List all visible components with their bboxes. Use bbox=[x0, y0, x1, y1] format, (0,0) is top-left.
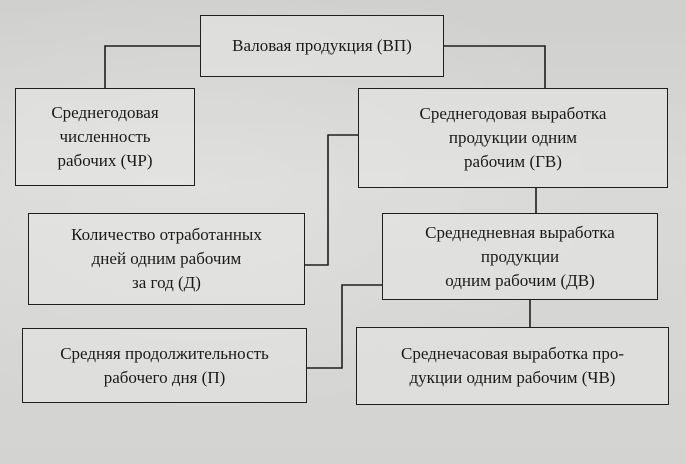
box-days-worked-line2: дней одним рабочим bbox=[91, 249, 242, 268]
box-daily-output-line2: продукции bbox=[480, 246, 560, 266]
box-workday-length-line1: Средняя продолжительность bbox=[60, 343, 269, 363]
box-avg-workers-line2: численность bbox=[59, 127, 151, 146]
connector-gv-d bbox=[305, 134, 358, 266]
box-avg-workers: Среднегодовая численность рабочих (ЧР) bbox=[15, 88, 195, 186]
box-hourly-output-line2: дукции одним рабочим (ЧВ) bbox=[409, 368, 616, 387]
box-daily-output-line1: Среднедневная выработка bbox=[425, 222, 615, 242]
connector-vp-chr bbox=[104, 45, 200, 88]
box-avg-workers-line1: Среднегодовая bbox=[51, 103, 159, 122]
connector-dv-p bbox=[307, 284, 382, 369]
connector-vp-gv bbox=[444, 45, 546, 88]
box-avg-workers-line3: рабочих (ЧР) bbox=[57, 151, 153, 170]
box-workday-length: Средняя продолжительность рабочего дня (… bbox=[22, 328, 307, 403]
box-hourly-output-line1: Среднечасовая выработка про- bbox=[401, 344, 624, 363]
box-gross-output: Валовая продукция (ВП) bbox=[200, 15, 444, 77]
box-workday-length-line2: рабочего дня (П) bbox=[103, 367, 226, 387]
box-annual-output-line3: рабочим (ГВ) bbox=[464, 152, 562, 171]
box-gross-output-label: Валовая продукция (ВП) bbox=[232, 36, 412, 55]
box-days-worked-line3: за год (Д) bbox=[132, 273, 201, 292]
box-daily-output-line3: одним рабочим (ДВ) bbox=[445, 270, 595, 290]
box-annual-output-line1: Среднегодовая выработка bbox=[419, 104, 607, 123]
box-days-worked-line1: Количество отработанных bbox=[71, 225, 262, 244]
box-daily-output: Среднедневная выработка продукции одним … bbox=[382, 213, 658, 300]
box-annual-output-line2: продукции одним bbox=[448, 128, 578, 147]
box-days-worked: Количество отработанных дней одним рабоч… bbox=[28, 213, 305, 305]
box-hourly-output: Среднечасовая выработка про- дукции одни… bbox=[356, 327, 669, 405]
box-annual-output: Среднегодовая выработка продукции одним … bbox=[358, 88, 668, 188]
